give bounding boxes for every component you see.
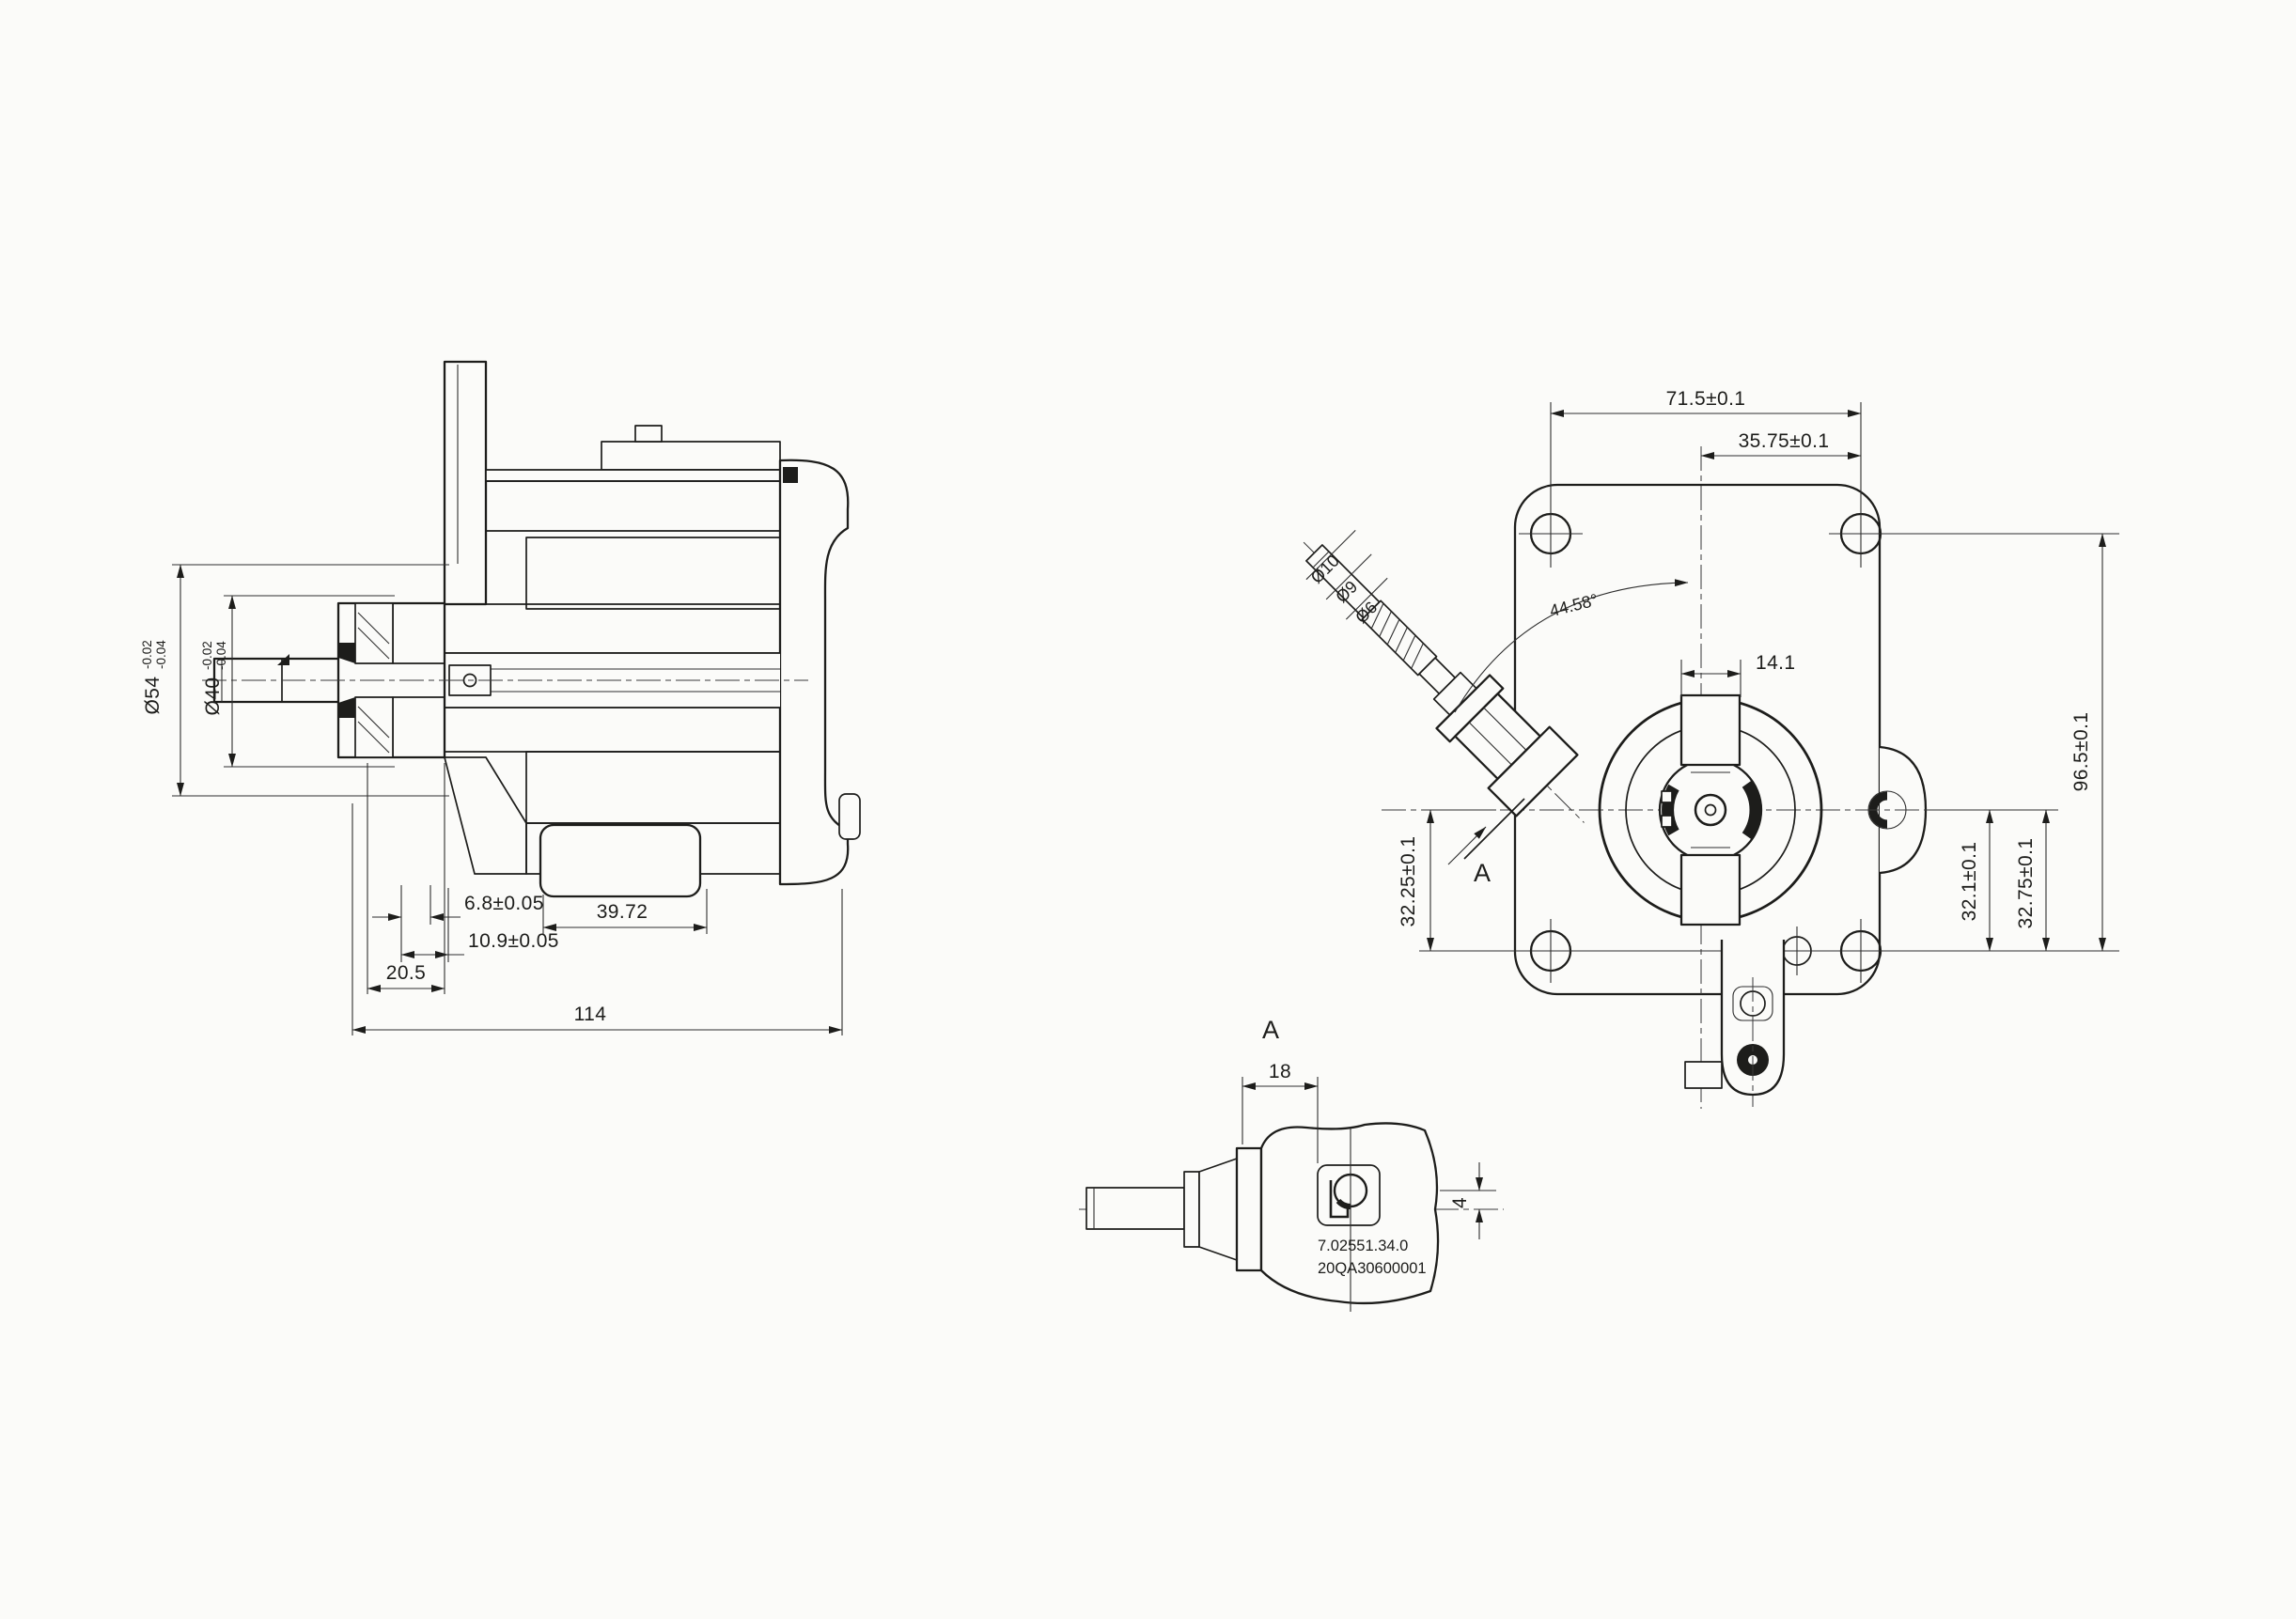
dim-35-75-label: 35.75±0.1 — [1739, 430, 1830, 452]
dim-10-9-label: 10.9±0.05 — [468, 930, 559, 952]
dim-dia54: Ø54 -0.02 -0.04 — [140, 640, 168, 715]
front-center-hub — [1598, 693, 1823, 926]
front-bottom-bracket — [1684, 940, 1786, 1107]
dim-32-75-label: 32.75±0.1 — [2015, 838, 2037, 929]
dim-18-label: 18 — [1269, 1061, 1291, 1082]
detail-view-a: A 7.02551.34.0 20QA30600001 18 — [1079, 1016, 1504, 1312]
dim-114-label: 114 — [574, 1004, 607, 1025]
dim-39-72-label: 39.72 — [597, 901, 648, 923]
detail-body — [1259, 1122, 1440, 1312]
part-number-line2: 20QA30600001 — [1318, 1260, 1427, 1277]
section-body-hatching — [443, 360, 781, 875]
front-view: Ø10 Ø9 Ø6 44.58° A 71.5±0.1 35.75±0.1 14… — [1303, 388, 2119, 1109]
section-port-boss — [539, 823, 702, 898]
section-dimensions: Ø54 -0.02 -0.04 Ø40 -0.02 -0.04 6.8±0.05 — [140, 564, 843, 1035]
dim-32-25-label: 32.25±0.1 — [1398, 836, 1419, 927]
dim-dia40-tol-lower: -0.04 — [214, 641, 228, 670]
section-shaft-stub — [212, 654, 342, 704]
dim-dia54-tol-lower: -0.04 — [154, 640, 168, 669]
detail-dimensions: 18 4 — [1242, 1061, 1496, 1239]
front-dimensions: 71.5±0.1 35.75±0.1 14.1 32.25±0.1 32.1±0… — [1398, 388, 2106, 952]
section-cut-marker: A — [1447, 798, 1525, 887]
dim-dia40: Ø40 -0.02 -0.04 — [200, 641, 228, 716]
dim-dia40-tol-upper: -0.02 — [200, 641, 214, 670]
dim-14-1-label: 14.1 — [1756, 652, 1795, 674]
dim-6-8-label: 6.8±0.05 — [464, 893, 544, 914]
dim-96-5-label: 96.5±0.1 — [2070, 712, 2092, 792]
detail-shaft — [1086, 1146, 1263, 1272]
dim-dia54-tol-upper: -0.02 — [140, 640, 154, 669]
part-number-line1: 7.02551.34.0 — [1318, 1238, 1408, 1254]
angle-arc — [1454, 579, 1689, 713]
dim-dia40-label: Ø40 — [202, 677, 224, 716]
detail-title: A — [1262, 1016, 1279, 1044]
section-end-cover — [778, 459, 861, 886]
dim-32-1-label: 32.1±0.1 — [1959, 842, 1980, 922]
front-angled-shaft — [1303, 529, 1585, 823]
section-view: Ø54 -0.02 -0.04 Ø40 -0.02 -0.04 6.8±0.05 — [140, 360, 861, 1035]
dim-4-label: 4 — [1449, 1197, 1471, 1208]
dim-71-5-label: 71.5±0.1 — [1666, 388, 1746, 410]
dim-20-5-label: 20.5 — [386, 962, 426, 984]
section-arrow-label: A — [1474, 859, 1491, 887]
dim-dia54-label: Ø54 — [142, 677, 164, 715]
